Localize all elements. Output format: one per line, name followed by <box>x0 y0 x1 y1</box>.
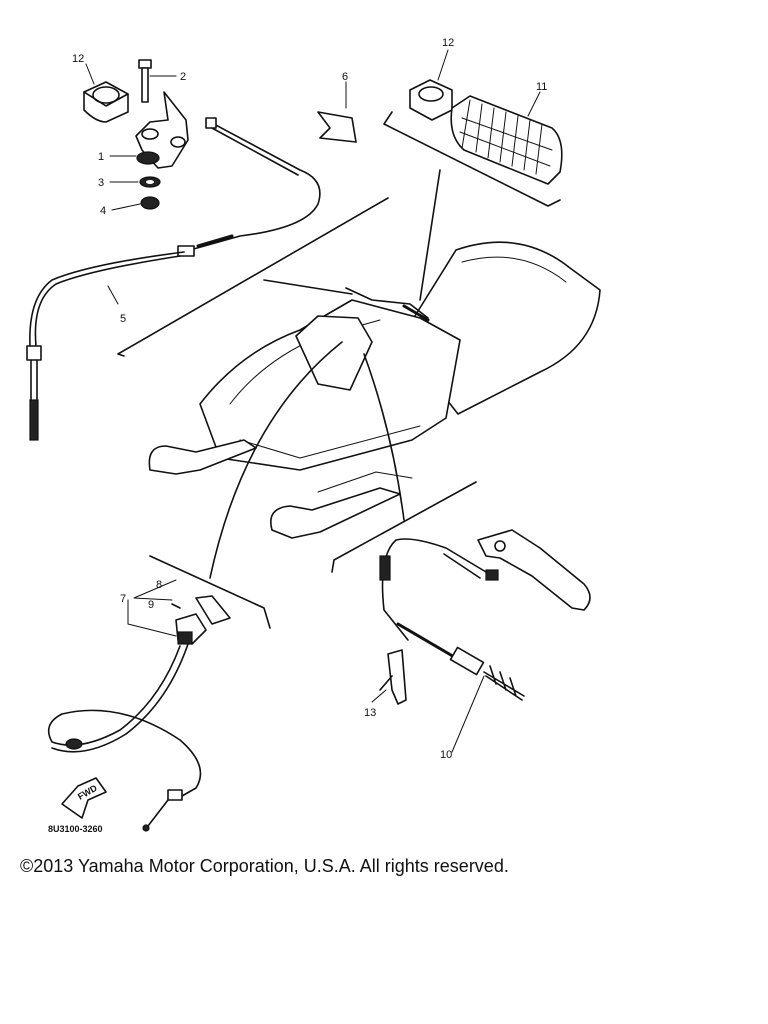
part-6-clip <box>317 111 357 143</box>
part-11-handlebar-grip <box>450 95 563 185</box>
part-9-screw <box>171 603 181 609</box>
section-brackets <box>117 111 561 629</box>
label-leaders <box>85 49 541 703</box>
callout-7: 7 <box>120 593 126 605</box>
callout-10: 10 <box>440 749 452 761</box>
callout-3: 3 <box>98 177 104 189</box>
callout-1: 1 <box>98 151 104 163</box>
parts-diagram-stage: FWD 12 2 1 3 4 5 6 12 11 7 8 9 10 13 8U3… <box>26 37 601 834</box>
callout-6: 6 <box>342 71 348 83</box>
brake-lever <box>477 529 591 611</box>
callout-4: 4 <box>100 205 106 217</box>
snowmobile-body <box>148 241 601 539</box>
drawing-code: 8U3100-3260 <box>48 824 103 834</box>
part-10-brake-cable <box>379 538 525 753</box>
callout-12-right: 12 <box>442 37 454 49</box>
part-1-bracket <box>135 91 189 169</box>
part-2-bolt <box>138 59 152 103</box>
leader-lines <box>209 169 441 579</box>
callout-11: 11 <box>536 81 547 93</box>
callout-9: 9 <box>148 599 154 611</box>
part-3-washer <box>139 176 161 188</box>
callout-2: 2 <box>180 71 186 83</box>
part-5-throttle-cable <box>26 117 321 441</box>
part-8-switch-clip <box>195 595 231 625</box>
part-13-tag <box>379 649 407 705</box>
callout-12-left: 12 <box>72 53 84 65</box>
exploded-parts-diagram: FWD 12 2 1 3 4 5 6 12 11 7 8 9 10 13 8U3… <box>26 37 601 834</box>
part-12-right-bushing <box>409 79 453 121</box>
callout-5: 5 <box>120 313 126 325</box>
callout-labels: 12 2 1 3 4 5 6 12 11 7 8 9 10 13 <box>72 37 547 761</box>
part-7-kill-switch-cable <box>47 613 207 832</box>
callout-8: 8 <box>156 579 162 591</box>
part-4-nut <box>140 196 160 210</box>
copyright-notice: ©2013 Yamaha Motor Corporation, U.S.A. A… <box>20 856 509 876</box>
callout-13: 13 <box>364 707 376 719</box>
part-12-left-bushing <box>83 81 129 123</box>
fwd-arrow-icon: FWD <box>61 777 107 819</box>
